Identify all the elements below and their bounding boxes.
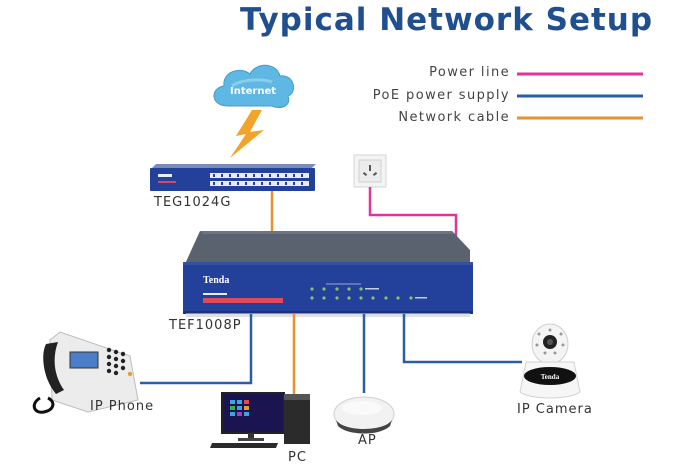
- internet-label: Internet: [230, 86, 277, 97]
- poe-switch-label: TEF1008P: [169, 318, 242, 333]
- poe-switch-tef1008p: Tenda: [183, 231, 473, 317]
- legend-label-network-cable: Network cable: [398, 110, 510, 125]
- legend-label-power-line: Power line: [429, 65, 510, 80]
- tenda-logo-poe-switch: Tenda: [203, 275, 229, 286]
- ip-camera-label: IP Camera: [517, 402, 593, 417]
- power-line-outlet-to-switch: [368, 187, 458, 250]
- pc-icon: [210, 392, 310, 448]
- poe-line-to-ip-camera: [402, 314, 522, 364]
- core-switch-label: TEG1024G: [154, 195, 232, 210]
- ip-phone-icon: [32, 331, 139, 414]
- legend-label-poe: PoE power supply: [372, 88, 510, 103]
- core-switch-teg1024g: [150, 164, 316, 191]
- ap-label: AP: [358, 433, 377, 448]
- ap-icon: [333, 396, 395, 434]
- internet-cloud-icon: [213, 64, 295, 109]
- ip-phone-label: IP Phone: [90, 399, 155, 414]
- page-title: Typical Network Setup: [240, 2, 654, 38]
- pc-label: PC: [288, 450, 307, 465]
- tenda-logo-camera: Tenda: [541, 373, 560, 381]
- ip-camera-icon: Tenda: [519, 323, 581, 399]
- poe-line-to-ip-phone: [140, 314, 253, 385]
- power-outlet-icon: [353, 154, 387, 188]
- lightning-bolt-icon: [230, 110, 264, 158]
